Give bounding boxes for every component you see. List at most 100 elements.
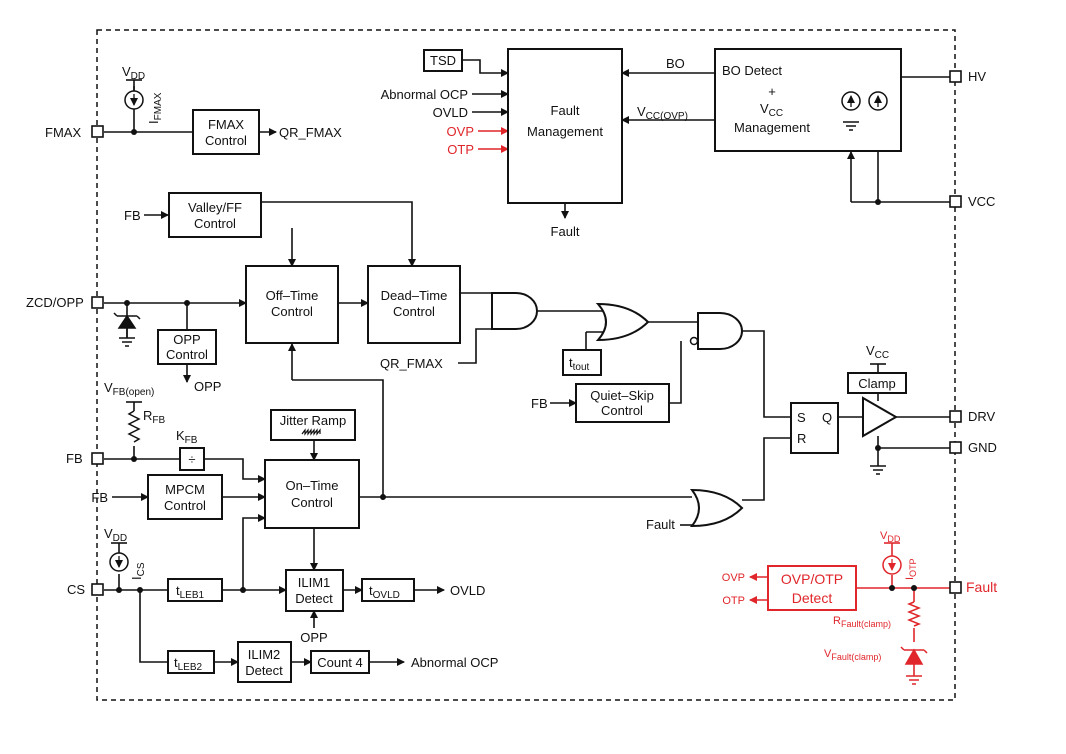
- sawtooth-icon: [301, 428, 321, 436]
- pin-hv-label: HV: [968, 69, 986, 84]
- ovp-otp-l1: OVP/OTP: [781, 571, 843, 587]
- ovp-otp-l2: Detect: [792, 590, 833, 606]
- fmax-control-l2: Control: [205, 133, 247, 148]
- fmax-control-l1: FMAX: [208, 117, 244, 132]
- off-time-l1: Off–Time: [266, 288, 319, 303]
- fault-out-label: Fault: [551, 224, 580, 239]
- fault-mgmt-l2: Management: [527, 124, 603, 139]
- bo-detect-vcc: VCC: [760, 101, 783, 119]
- kfb-label: KFB: [176, 428, 198, 446]
- ovld-in-label: OVLD: [433, 105, 468, 120]
- tleb2-label: tLEB2: [174, 655, 203, 673]
- pin-vcc: [949, 195, 962, 208]
- opp-out-label: OPP: [194, 379, 221, 394]
- opp-control-l1: OPP: [173, 332, 200, 347]
- quiet-skip-block: Quiet–Skip Control: [575, 383, 670, 423]
- and-gate: [697, 312, 743, 350]
- quiet-skip-l2: Control: [601, 403, 643, 418]
- bo-label: BO: [666, 56, 685, 71]
- tleb1-label: tLEB1: [176, 583, 205, 601]
- pin-drv-label: DRV: [968, 409, 996, 424]
- pin-zcd-opp: [91, 296, 104, 309]
- abnormal-ocp-out-label: Abnormal OCP: [411, 655, 498, 670]
- pin-gnd-label: GND: [968, 440, 997, 455]
- clamp-block: Clamp: [847, 372, 907, 394]
- on-time-block: On–Time Control: [264, 459, 360, 529]
- ics-label: ICS: [129, 562, 147, 580]
- kfb-div-symbol: ÷: [188, 452, 195, 467]
- pin-hv: [949, 70, 962, 83]
- otp-in-label: OTP: [447, 142, 474, 157]
- tleb2-block: tLEB2: [167, 650, 215, 674]
- and-gate: [491, 292, 538, 330]
- or-gate: [595, 302, 650, 342]
- kfb-divider-block: ÷: [179, 447, 205, 471]
- on-time-l2: Control: [291, 495, 333, 510]
- ovp-otp-detect-block: OVP/OTP Detect: [767, 565, 857, 611]
- off-time-block: Off–Time Control: [245, 265, 339, 344]
- otp-red-out-label: OTP: [722, 595, 745, 607]
- rfault-label: RFault(clamp): [833, 615, 891, 629]
- vfault-label: VFault(clamp): [824, 648, 881, 662]
- qr-fmax-in-label: QR_FMAX: [380, 356, 443, 371]
- quiet-skip-l1: Quiet–Skip: [590, 388, 654, 403]
- rfb-label: RFB: [143, 408, 165, 426]
- ground-icon: [870, 465, 886, 475]
- current-source-icon: [109, 552, 129, 572]
- dead-time-l1: Dead–Time: [381, 288, 448, 303]
- abnormal-ocp-in-label: Abnormal OCP: [381, 87, 468, 102]
- mpcm-l2: Control: [164, 498, 206, 513]
- pin-gnd: [949, 441, 962, 454]
- iotp-label: IOTP: [904, 558, 918, 580]
- sr-q: Q: [822, 410, 832, 425]
- or-gate: [689, 488, 744, 528]
- pin-cs-label: CS: [67, 582, 85, 597]
- ilim1-l2: Detect: [295, 591, 333, 606]
- ttout-block: ttout: [562, 349, 602, 376]
- fault-mgmt-l1: Fault: [551, 103, 580, 118]
- pin-fault-label: Fault: [966, 579, 997, 595]
- count4-label: Count 4: [317, 655, 363, 670]
- ic-boundary: [96, 29, 956, 701]
- clamp-label: Clamp: [858, 376, 896, 391]
- current-source-icon: [868, 91, 888, 111]
- current-source-icon: [841, 91, 861, 111]
- pin-fault: [949, 581, 962, 594]
- jitter-ramp-label: Jitter Ramp: [280, 413, 346, 428]
- pin-vcc-label: VCC: [968, 194, 995, 209]
- pin-fb-label: FB: [66, 451, 83, 466]
- pin-fb: [91, 452, 104, 465]
- vdd-red-label: VDD: [880, 530, 901, 544]
- fmax-control-block: FMAX Control: [192, 109, 260, 155]
- bo-detect-plus: +: [768, 84, 776, 99]
- valley-ff-block: Valley/FF Control: [168, 192, 262, 238]
- rfb-resistor: [126, 401, 142, 443]
- pin-fmax-label: FMAX: [45, 125, 81, 140]
- tovld-label: tOVLD: [369, 583, 400, 601]
- off-time-l2: Control: [271, 304, 313, 319]
- ilim2-l2: Detect: [245, 663, 283, 678]
- rfault-resistor: [906, 601, 922, 627]
- ilim2-block: ILIM2 Detect: [237, 641, 292, 683]
- opp-control-l2: Control: [166, 347, 208, 362]
- inverter-bubble: [689, 336, 699, 346]
- vdd-top-label: VDD: [122, 64, 145, 82]
- ovp-in-label: OVP: [447, 124, 474, 139]
- opp-ilim-label: OPP: [300, 630, 327, 645]
- valley-ff-l1: Valley/FF: [188, 200, 242, 215]
- tleb1-block: tLEB1: [167, 578, 223, 602]
- vdd-cs-label: VDD: [104, 526, 127, 544]
- jitter-ramp-block: Jitter Ramp: [270, 409, 356, 441]
- ifmax-label: IFMAX: [146, 92, 164, 124]
- tovld-block: tOVLD: [361, 578, 415, 602]
- mpcm-l1: MPCM: [165, 482, 205, 497]
- ttout-label: ttout: [569, 355, 590, 373]
- bo-detect-l3: Management: [734, 120, 810, 135]
- ilim1-l1: ILIM1: [298, 575, 331, 590]
- fault-management-block: Fault Management: [507, 48, 623, 204]
- pin-zcd-opp-label: ZCD/OPP: [26, 295, 84, 310]
- current-source-icon: [882, 543, 902, 575]
- driver-buffer: [862, 396, 899, 438]
- tsd-label: TSD: [430, 53, 456, 68]
- mpcm-control-block: MPCM Control: [147, 474, 223, 520]
